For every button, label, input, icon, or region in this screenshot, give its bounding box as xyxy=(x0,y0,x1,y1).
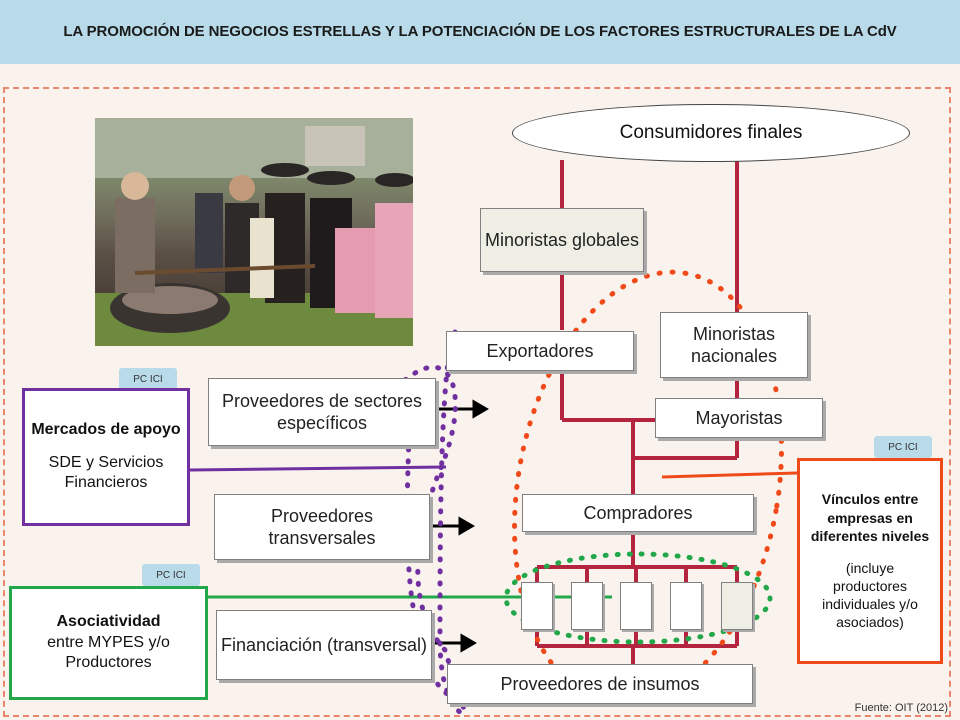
national-retailers-node: Minoristas nacionales xyxy=(660,312,808,378)
photo-producers xyxy=(95,118,413,346)
title-bar: LA PROMOCIÓN DE NEGOCIOS ESTRELLAS Y LA … xyxy=(0,0,960,64)
producer-box xyxy=(670,582,702,630)
page-title: LA PROMOCIÓN DE NEGOCIOS ESTRELLAS Y LA … xyxy=(63,23,897,40)
specific-suppliers-node: Proveedores de sectores específicos xyxy=(208,378,436,446)
producer-box xyxy=(521,582,553,630)
source-note: Fuente: OIT (2012) xyxy=(854,702,948,714)
pc-ici-tag: PC ICI xyxy=(142,564,200,586)
producer-box xyxy=(620,582,652,630)
support-markets-box: Mercados de apoyo SDE y Servicios Financ… xyxy=(22,388,190,526)
consumers-node: Consumidores finales xyxy=(512,104,910,162)
photo-illustration xyxy=(95,118,413,346)
links-title: Vínculos entre empresas en diferentes ni… xyxy=(810,491,930,544)
exporters-node: Exportadores xyxy=(446,331,634,371)
pc-ici-tag: PC ICI xyxy=(874,436,932,458)
buyers-node: Compradores xyxy=(522,494,754,532)
global-retailers-node: Minoristas globales xyxy=(480,208,644,272)
pc-ici-tag: PC ICI xyxy=(119,368,177,390)
financing-node: Financiación (transversal) xyxy=(216,610,432,680)
input-suppliers-node: Proveedores de insumos xyxy=(447,664,753,704)
producer-box xyxy=(571,582,603,630)
transversal-suppliers-node: Proveedores transversales xyxy=(214,494,430,560)
support-markets-body: SDE y Servicios Financieros xyxy=(48,453,164,492)
associativity-box: Asociatividad entre MYPES y/o Productore… xyxy=(9,586,208,700)
content-frame xyxy=(3,87,951,717)
producer-box xyxy=(721,582,753,630)
associativity-body: entre MYPES y/o Productores xyxy=(47,633,170,672)
wholesalers-node: Mayoristas xyxy=(655,398,823,438)
links-box: Vínculos entre empresas en diferentes ni… xyxy=(797,458,943,664)
links-body: (incluye productores individuales y/o as… xyxy=(822,559,918,631)
associativity-title: Asociatividad xyxy=(56,612,161,630)
support-markets-title: Mercados de apoyo xyxy=(31,420,181,438)
